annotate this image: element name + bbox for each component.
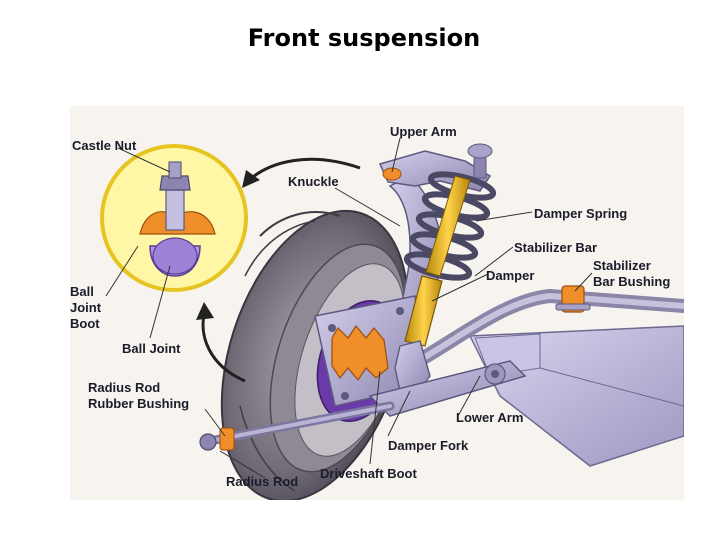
suspension-illustration [70,106,684,500]
label-knuckle: Knuckle [288,174,339,189]
leader-lines [105,137,593,479]
label-lower-arm: Lower Arm [456,410,524,425]
label-damper-fork: Damper Fork [388,438,469,453]
label-ball-joint-boot-line3: Boot [70,316,100,331]
lower-arm-part [368,360,527,417]
label-stabilizer-bar-bushing-line1: Stabilizer [593,258,651,273]
label-ball-joint-boot-line1: Ball [70,284,94,299]
label-castle-nut: Castle Nut [72,138,137,153]
label-damper-spring: Damper Spring [534,206,628,221]
ball-joint-callout [100,144,248,292]
label-ball-joint-boot-line2: Joint [70,300,102,315]
label-damper: Damper [486,268,535,283]
label-radius-rod: Radius Rod [226,474,299,489]
label-stabilizer-bar: Stabilizer Bar [514,240,598,255]
label-upper-arm: Upper Arm [390,124,457,139]
damper-rod-visible [425,175,471,277]
label-stabilizer-bar-bushing-line2: Bar Bushing [593,274,671,289]
damper-part [404,143,493,347]
stabilizer-bar-bushing [555,285,591,313]
page-title: Front suspension [247,24,481,52]
knuckle-arrow [242,157,361,188]
driveshaft-boot [331,324,389,382]
label-radius-rod-rubber-bushing-line1: Radius Rod [88,380,161,395]
label-radius-rod-rubber-bushing-line2: Rubber Bushing [88,396,190,411]
radius-rod-part [199,401,395,451]
label-driveshaft-boot: Driveshaft Boot [320,466,417,481]
label-ball-joint: Ball Joint [122,341,181,356]
ball-joint-arrow [196,302,246,383]
suspension-diagram: Castle Nut Upper Arm Knuckle Damper Spri… [70,106,684,500]
